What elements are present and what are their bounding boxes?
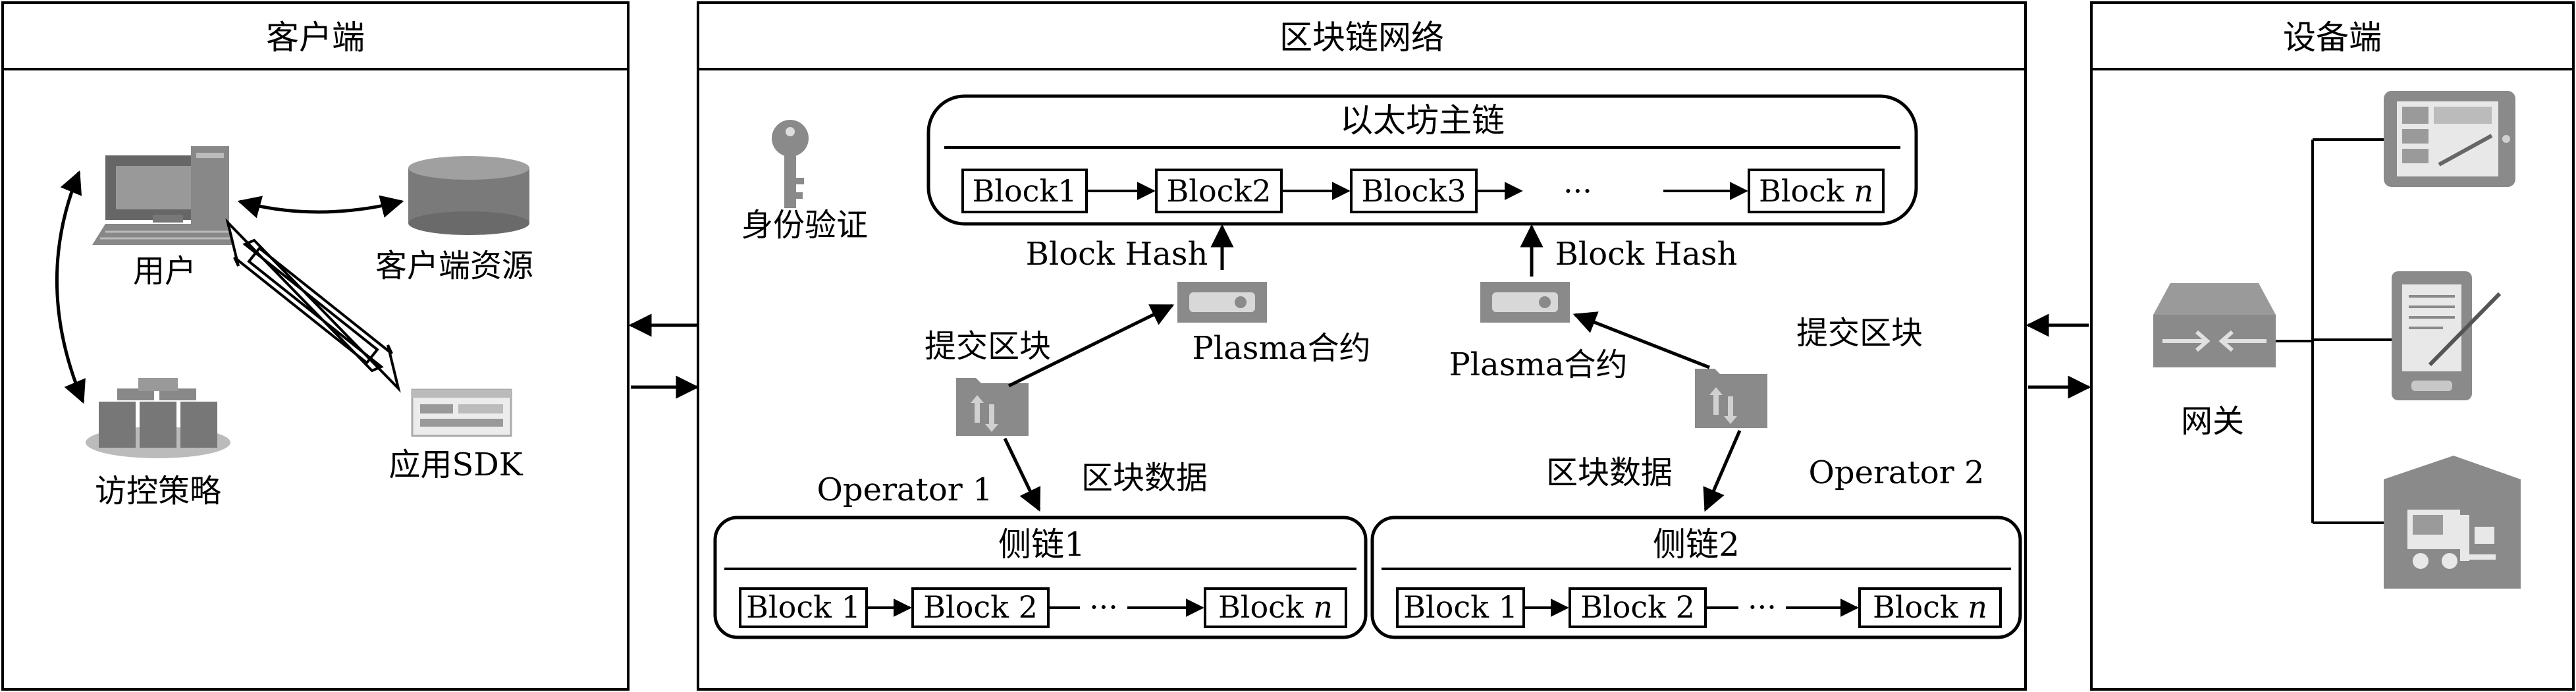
mainchain: 以太坊主链 Block1 Block2 Block3 ··· Block n <box>926 94 1918 226</box>
mainchain-block <box>1748 169 1885 213</box>
user-resource-arrow <box>237 195 404 219</box>
tablet-icon <box>2384 91 2515 187</box>
mainchain-last-block: Block n <box>1759 173 1873 209</box>
sidechain-1-block <box>911 587 1050 628</box>
user-label: 用户 <box>133 253 196 290</box>
right-contract-icon <box>1480 282 1570 323</box>
sidechain-2-block <box>1396 587 1525 628</box>
policy-servers-icon <box>86 378 230 458</box>
sidechain-1-ellipsis: ··· <box>1089 589 1118 625</box>
identity-label: 身份验证 <box>741 207 868 244</box>
right-operator-label: Operator 2 <box>1809 454 1985 491</box>
sdk-label: 应用SDK <box>389 446 523 483</box>
left-operator-icon <box>956 378 1029 436</box>
sidechain-2-title: 侧链2 <box>1653 525 1740 564</box>
warehouse-icon <box>2384 456 2521 589</box>
sidechain-1: 侧链1 Block 1 Block 2 ··· Block n <box>713 516 1368 639</box>
device-panel: 设备端 网关 <box>2090 1 2575 691</box>
right-submit-label: 提交区块 <box>1796 315 1923 352</box>
sidechain-2-block-label: Block 1 <box>1403 589 1518 625</box>
gateway-label: 网关 <box>2181 403 2244 440</box>
right-blockhash-label: Block Hash <box>1555 236 1738 273</box>
sidechain-2-block <box>1858 587 2002 628</box>
mainchain-block <box>1155 169 1283 213</box>
pda-icon <box>2392 271 2502 400</box>
left-submit-label: 提交区块 <box>925 328 1051 365</box>
left-contract-icon <box>1177 282 1267 323</box>
computer-icon <box>92 146 244 245</box>
right-data-arrow <box>1703 430 1742 512</box>
mainchain-ellipsis: ··· <box>1563 173 1592 209</box>
right-contract-label: Plasma合约 <box>1449 346 1627 383</box>
key-icon <box>772 120 809 208</box>
resource-label: 客户端资源 <box>375 248 533 284</box>
left-blockhash-label: Block Hash <box>1026 236 1208 273</box>
sidechain-1-block-label: Block 2 <box>923 589 1038 625</box>
sidechain-2-block-label: Block 2 <box>1580 589 1695 625</box>
sidechain-2-ellipsis: ··· <box>1748 589 1777 625</box>
mainchain-block-label: Block3 <box>1361 173 1466 209</box>
user-sdk-double-arrow <box>225 218 401 393</box>
mainchain-block-label: Block2 <box>1166 173 1271 209</box>
left-data-label: 区块数据 <box>1081 460 1208 496</box>
left-submit-arrow <box>1007 304 1175 388</box>
mainchain-block-label: Block1 <box>972 173 1077 209</box>
right-submit-arrow <box>1572 311 1710 369</box>
sidechain-1-last-block: Block n <box>1218 589 1333 625</box>
left-operator-label: Operator 1 <box>817 471 993 508</box>
mainchain-block <box>1350 169 1478 213</box>
left-data-arrow <box>1003 437 1041 512</box>
right-data-label: 区块数据 <box>1546 454 1673 491</box>
sidechain-1-title: 侧链1 <box>998 525 1085 564</box>
database-icon <box>408 156 529 235</box>
network-panel: 区块链网络 身份验证 以太坊主链 Block1 Block2 Block3 ··… <box>697 1 2027 691</box>
right-operator-icon <box>1695 369 1767 428</box>
left-contract-label: Plasma合约 <box>1192 330 1370 367</box>
user-policy-arrow <box>55 170 86 404</box>
sidechain-1-block-label: Block 1 <box>746 589 861 625</box>
network-title: 区块链网络 <box>1279 18 1444 57</box>
sidechain-2-last-block: Block n <box>1873 589 1987 625</box>
gateway-icon <box>2153 283 2276 367</box>
mainchain-title: 以太坊主链 <box>1340 101 1505 140</box>
sidechain-1-block <box>1204 587 1347 628</box>
client-panel: 客户端 用户 客户端资源 访 <box>1 1 630 691</box>
sdk-window-icon <box>411 388 512 437</box>
client-title: 客户端 <box>266 18 365 57</box>
sidechain-2: 侧链2 Block 1 Block 2 ··· Block n <box>1370 516 2022 639</box>
device-title: 设备端 <box>2283 18 2382 57</box>
policy-label: 访控策略 <box>95 473 221 510</box>
